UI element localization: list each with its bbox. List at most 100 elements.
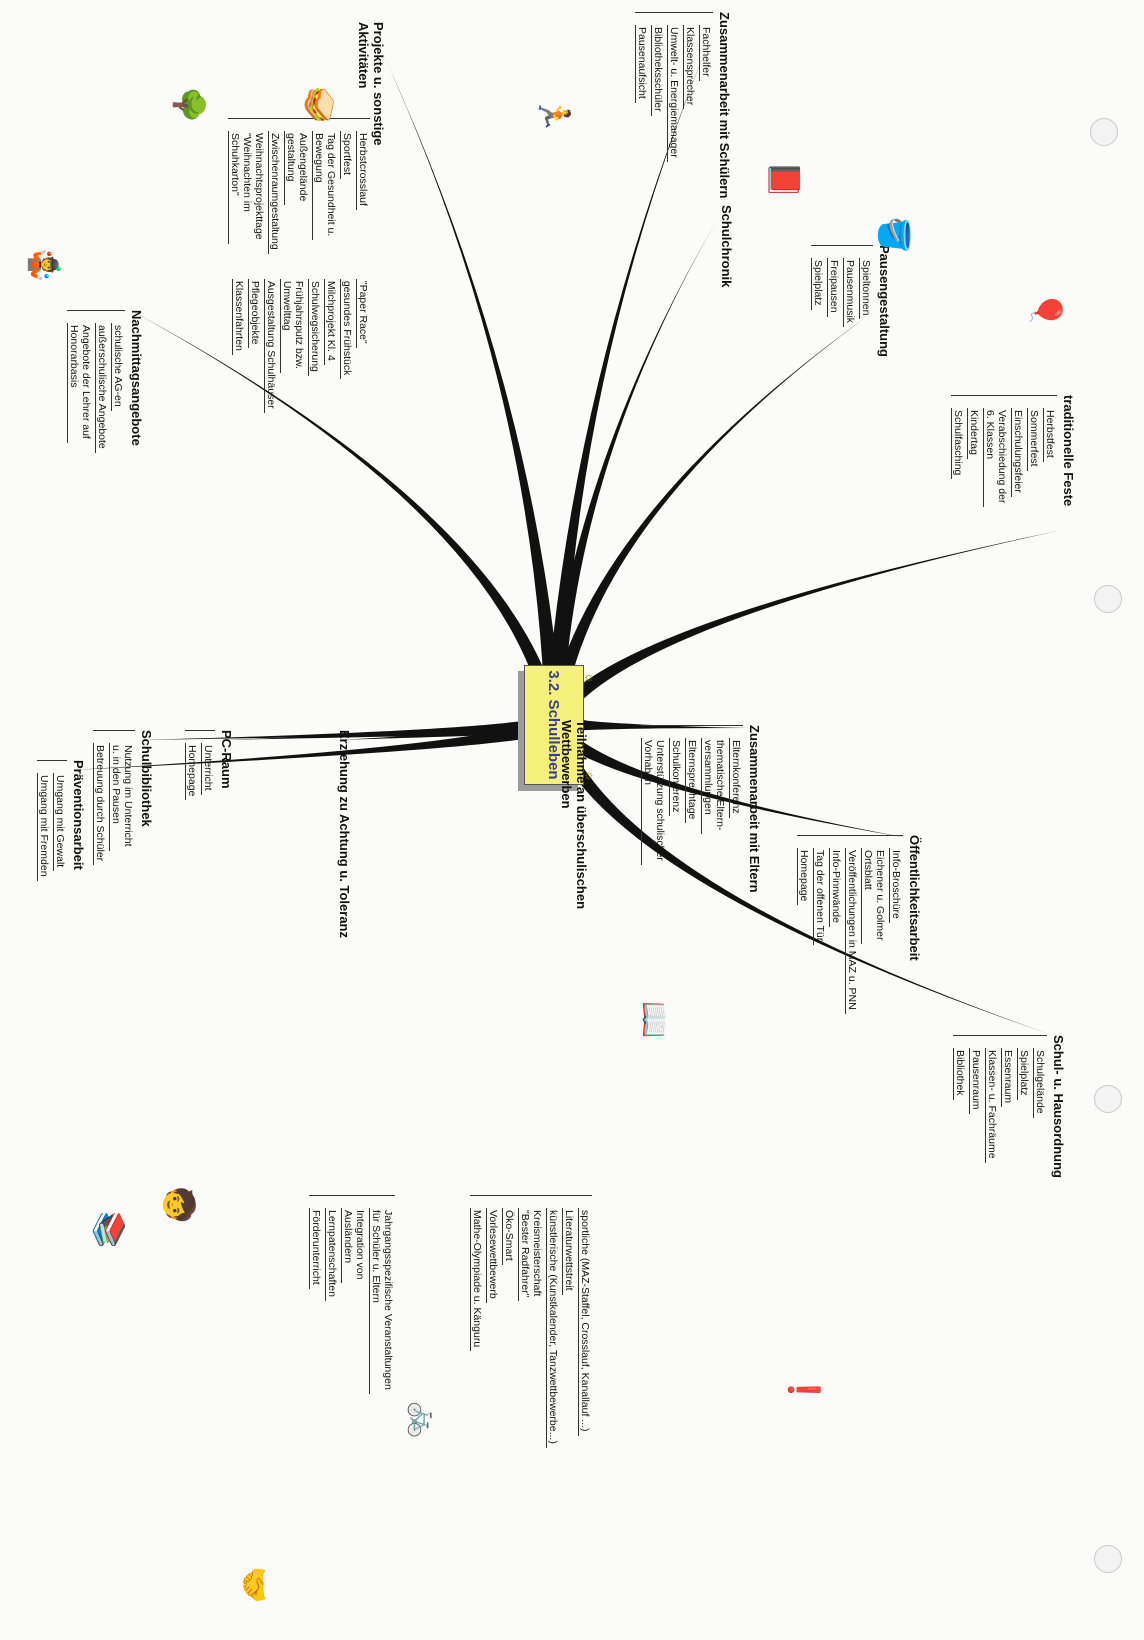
leaf-item: Spielplatz: [1017, 1048, 1031, 1100]
branch-title: Präventionsarbeit: [71, 760, 86, 881]
leaf-item: Sportfest: [340, 131, 354, 179]
branch-praevention: Präventionsarbeit Umgang mit GewaltUmgan…: [35, 760, 86, 881]
leaf-item: Freipausen: [827, 258, 841, 317]
leaf-item: Jahrgangsspezifische Veranstaltungen für…: [369, 1208, 395, 1394]
reading-kids-clipart: 📖: [634, 1000, 674, 1040]
leaf-item: Pflegeobjekte: [248, 279, 262, 349]
branch-title: Schul- u. Hausordnung: [1051, 1035, 1066, 1178]
leaf-item: außerschulische Angebote: [95, 323, 109, 453]
branch-title: PC-Raum: [219, 730, 234, 800]
leaf-item: Einschulungsfeier: [1011, 408, 1025, 497]
leaf-item: thematische Eltern- versammlungen: [701, 738, 727, 834]
leaf-item: Essenraum: [1001, 1048, 1015, 1107]
branch-toleranz-leaves: Jahrgangsspezifische Veranstaltungen für…: [307, 1195, 399, 1394]
books-clipart: 📚: [89, 1210, 129, 1250]
leaf-item: Angebote der Lehrer auf Honorarbasis: [67, 323, 93, 443]
leaf-item: gesundes Frühstück: [340, 279, 354, 380]
leaf-item: Öko-Smart: [502, 1208, 516, 1265]
leaf-item: Info-Broschüre: [889, 848, 903, 923]
leaf-item: Klassen- u. Fachräume: [985, 1048, 999, 1163]
leaf-item: Sommerfest: [1027, 408, 1041, 471]
leaf-item: Kindertag: [967, 408, 981, 459]
leaf-list: HerbstcrosslaufSportfestTag der Gesundhe…: [228, 118, 370, 413]
branch-bibliothek: Schulbibliothek Nutzung im Unterricht u.…: [91, 730, 154, 865]
leaf-item: Zwischenraumgestaltung: [268, 131, 282, 254]
leaf-list: sportliche (MAZ-Staffel, Crosslauf, Kana…: [470, 1195, 592, 1448]
branch-title: traditionelle Feste: [1061, 395, 1076, 507]
branch-title: Schulbibliothek: [139, 730, 154, 865]
leaf-item: Schulfasching: [951, 408, 965, 479]
bucket-clipart: 🪣: [874, 215, 914, 255]
lightbulb-icon: ☼: [583, 672, 598, 684]
leaf-item: Milchprojekt Kl. 4: [324, 279, 338, 365]
branch-title: Pausengestaltung: [877, 245, 892, 357]
leaf-item: Pausenmusik: [843, 258, 857, 327]
runner-clipart: 🏃: [534, 95, 574, 135]
leaf-item: Bibliothek: [953, 1048, 967, 1100]
leaf-item: Nutzung im Unterricht u. in den Pausen: [109, 743, 135, 851]
leaf-item: Mathe-Olympiade u. Känguru: [470, 1208, 484, 1351]
branch-title: Schulchronik: [719, 205, 734, 287]
branch-toleranz: Erziehung zu Achtung u. Toleranz: [337, 730, 352, 938]
branch-chronik: Schulchronik: [719, 205, 734, 287]
leaf-item: Schulwegsicherung: [308, 279, 322, 376]
leaf-item: schulische AG-en: [111, 323, 125, 411]
leaf-item: Verabschiedung der 6. Klassen: [983, 408, 1009, 507]
leaf-item: Literaturwettstreit: [562, 1208, 576, 1295]
leaf-item: Schulkonferenz: [669, 738, 683, 816]
leaf-item: Tag der offenen Tür: [813, 848, 827, 945]
leaf-item: Pausenaufsicht: [635, 25, 649, 103]
branch-title: Zusammenarbeit mit Eltern: [747, 725, 762, 893]
tree-clipart: 🌳: [169, 85, 209, 125]
leaf-item: Vorlesewettbewerb: [486, 1208, 500, 1303]
branch-projekte-leaves: HerbstcrosslaufSportfestTag der Gesundhe…: [228, 118, 374, 413]
branch-title: Teilnahme an überschulischen Wettbewerbe…: [559, 720, 589, 909]
leaf-item: Eichener u. Golmer Ortsblatt: [861, 848, 887, 944]
branch-title: Nachmittagsangebote: [129, 310, 144, 453]
leaf-item: Schulgelände: [1033, 1048, 1047, 1118]
leaf-item: Spielplatz: [811, 258, 825, 310]
leaf-item: Bibliotheksschüler: [651, 25, 665, 116]
leaf-item: Lernpatenschaften: [325, 1208, 339, 1301]
exclamation-clipart: ❗: [784, 1370, 824, 1410]
leaf-item: Tag der Gesundheit u. Bewegung: [312, 131, 338, 240]
leaf-item: Unterricht: [201, 743, 215, 795]
leaf-item: Frühjahrsputz bzw. Umwelttag: [280, 279, 306, 373]
branch-connector: [547, 310, 876, 730]
leaf-item: Homepage: [797, 848, 811, 905]
leaf-item: Pausenraum: [969, 1048, 983, 1114]
leaf-item: Elternkonferenz: [729, 738, 743, 818]
leaf-item: Klassenfahrten: [232, 279, 246, 355]
book-clipart: 📕: [764, 160, 804, 200]
leaf-item: Kreismeisterschaft "Bester Radfahrer": [518, 1208, 544, 1301]
leaf-item: Förderunterricht: [309, 1208, 323, 1289]
holding-hands-clipart: 🤝: [234, 1565, 274, 1605]
leaf-item: Umgang mit Gewalt: [53, 773, 67, 871]
branch-title: Zusammenarbeit mit Schülern: [717, 12, 732, 198]
leaf-item: Elternsprechtage: [685, 738, 699, 823]
branch-pc: PC-Raum UnterrichtHomepage: [183, 730, 234, 800]
leaf-list: Jahrgangsspezifische Veranstaltungen für…: [309, 1195, 395, 1394]
leaf-item: Info-Pinnwände: [829, 848, 843, 927]
balloons-clipart: 🎈: [1026, 290, 1066, 330]
branch-wettbewerbe: Teilnahme an überschulischen Wettbewerbe…: [559, 720, 589, 909]
leaf-item: Herbstfest: [1043, 408, 1057, 462]
branch-wettbewerbe-leaves: sportliche (MAZ-Staffel, Crosslauf, Kana…: [468, 1195, 596, 1448]
leaf-item: Betreuung durch Schüler: [93, 743, 107, 865]
leaf-item: Fachhelfer: [699, 25, 713, 81]
leaf-item: Herbstcrosslauf: [356, 131, 370, 210]
